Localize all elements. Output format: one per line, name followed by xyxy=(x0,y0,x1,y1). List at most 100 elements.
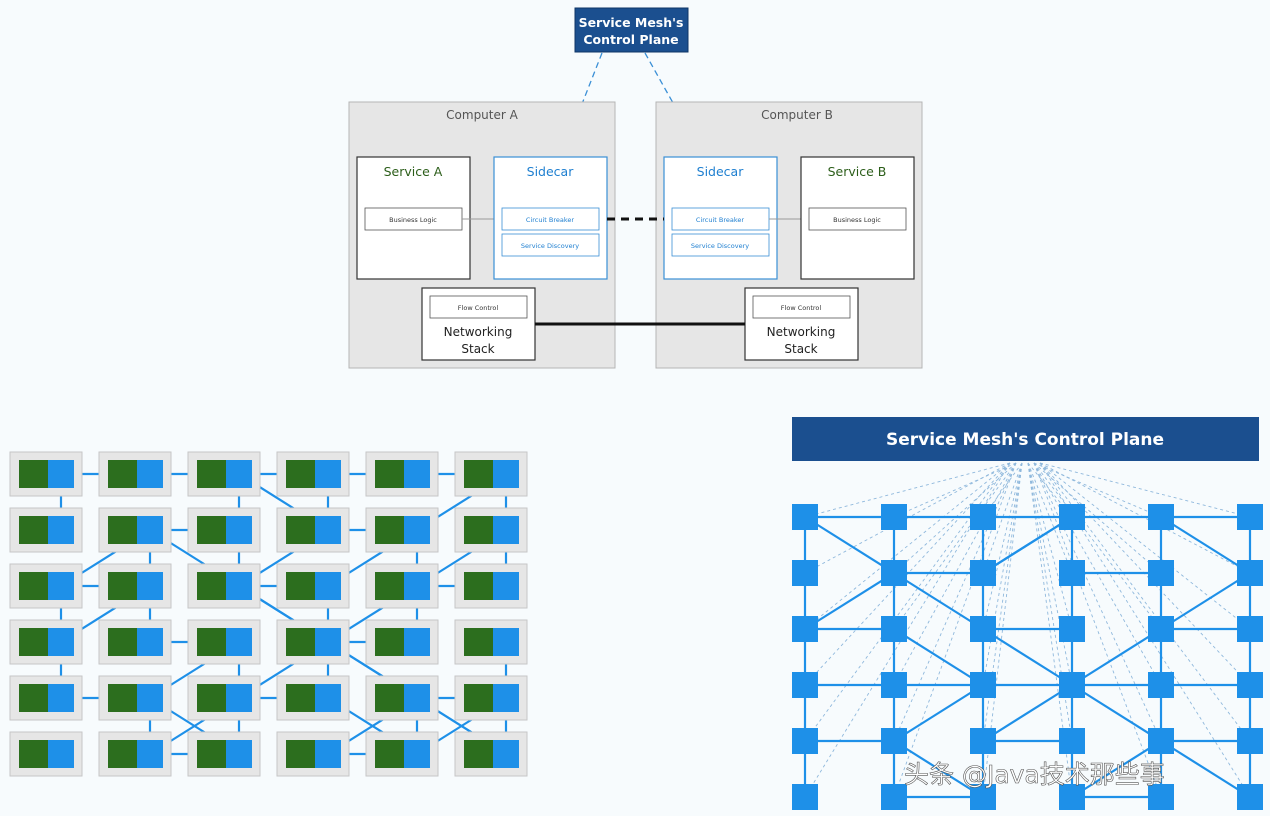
grid-node xyxy=(276,507,350,553)
mesh-node xyxy=(1148,672,1174,698)
control-dash xyxy=(893,462,1017,742)
sidecar-square xyxy=(137,684,163,712)
mesh-node xyxy=(970,616,996,642)
service-square xyxy=(286,740,316,768)
control-dash xyxy=(1039,462,1251,518)
service-b-box: Service B Business Logic xyxy=(800,156,915,280)
service-square xyxy=(375,684,405,712)
mesh-link xyxy=(1160,572,1251,630)
grid-node xyxy=(9,675,83,721)
mesh-node xyxy=(1237,560,1263,586)
networking-stack-b: Flow Control Networking Stack xyxy=(744,287,859,361)
service-square xyxy=(286,516,316,544)
sidecar-square xyxy=(137,740,163,768)
grid-node xyxy=(187,675,261,721)
service-square xyxy=(108,740,138,768)
service-discovery-b: Service Discovery xyxy=(691,242,749,250)
mesh-node xyxy=(1237,728,1263,754)
service-a-title: Service A xyxy=(384,164,443,179)
mesh-node xyxy=(1237,616,1263,642)
mesh-node xyxy=(792,616,818,642)
circuit-breaker-a: Circuit Breaker xyxy=(526,216,574,224)
sidecar-square xyxy=(315,628,341,656)
sidecar-square xyxy=(226,460,252,488)
mesh-node xyxy=(881,672,907,698)
control-dash xyxy=(1039,462,1251,742)
mesh-node xyxy=(970,504,996,530)
mesh-node xyxy=(881,560,907,586)
control-dash xyxy=(1033,462,1162,518)
mesh-node xyxy=(1059,672,1085,698)
control-dash xyxy=(1027,462,1073,686)
mesh-node xyxy=(1237,784,1263,810)
mesh-node xyxy=(970,672,996,698)
service-square xyxy=(19,628,49,656)
grid-node xyxy=(98,507,172,553)
mesh-link xyxy=(893,572,984,630)
sidecar-square xyxy=(48,628,74,656)
service-square xyxy=(19,516,49,544)
control-dash xyxy=(893,462,1017,630)
grid-node xyxy=(454,563,528,609)
control-plane-line1: Service Mesh's xyxy=(579,15,684,30)
sidecar-square xyxy=(48,572,74,600)
service-square xyxy=(286,572,316,600)
mesh-link xyxy=(1071,684,1162,742)
mesh-node xyxy=(970,560,996,586)
control-dash xyxy=(1033,462,1162,630)
sidecar-square xyxy=(404,572,430,600)
sidecar-square xyxy=(48,460,74,488)
mesh-node xyxy=(970,784,996,810)
control-dash xyxy=(1027,462,1073,574)
control-plane-box: Service Mesh's Control Plane xyxy=(574,7,689,53)
grid-node xyxy=(365,563,439,609)
control-dash xyxy=(1039,462,1251,630)
stack-label-b: Stack xyxy=(784,342,817,356)
sidecar-square xyxy=(493,628,519,656)
mesh-node xyxy=(1148,616,1174,642)
sidecar-square xyxy=(226,628,252,656)
grid-node xyxy=(454,451,528,497)
sidecar-square xyxy=(226,740,252,768)
sidecar-square xyxy=(404,516,430,544)
service-square xyxy=(197,572,227,600)
grid-node xyxy=(276,731,350,777)
service-discovery-a: Service Discovery xyxy=(521,242,579,250)
grid-node xyxy=(187,451,261,497)
mesh-link xyxy=(1160,516,1251,574)
service-square xyxy=(375,628,405,656)
mesh-node xyxy=(1237,504,1263,530)
sidecar-square xyxy=(226,516,252,544)
sidecar-square xyxy=(315,460,341,488)
grid-node xyxy=(98,563,172,609)
mesh-node xyxy=(881,784,907,810)
mesh-node xyxy=(792,560,818,586)
service-square xyxy=(464,740,494,768)
grid-node xyxy=(454,731,528,777)
sidecar-square xyxy=(493,516,519,544)
service-square xyxy=(108,460,138,488)
computer-b: Computer B Sidecar Circuit Breaker Servi… xyxy=(655,101,923,369)
sidecar-square xyxy=(137,628,163,656)
mesh-node xyxy=(792,784,818,810)
mesh-node xyxy=(1148,784,1174,810)
grid-node xyxy=(9,619,83,665)
top-architecture-diagram: Service Mesh's Control Plane Computer A … xyxy=(348,7,923,369)
grid-node xyxy=(454,619,528,665)
service-square xyxy=(108,628,138,656)
service-square xyxy=(19,572,49,600)
control-dash xyxy=(893,462,1017,798)
service-square xyxy=(19,684,49,712)
watermark: 头条 @Java技术那些事 xyxy=(904,760,1165,789)
service-square xyxy=(286,460,316,488)
service-square xyxy=(197,740,227,768)
sidecar-square xyxy=(226,572,252,600)
sidecar-a-box: Sidecar Circuit Breaker Service Discover… xyxy=(493,156,608,280)
control-dash xyxy=(982,462,1023,574)
sidecar-square xyxy=(48,740,74,768)
service-square xyxy=(197,460,227,488)
mesh-node xyxy=(792,728,818,754)
flow-control-a: Flow Control xyxy=(458,304,499,312)
computer-a-title: Computer A xyxy=(446,108,518,122)
